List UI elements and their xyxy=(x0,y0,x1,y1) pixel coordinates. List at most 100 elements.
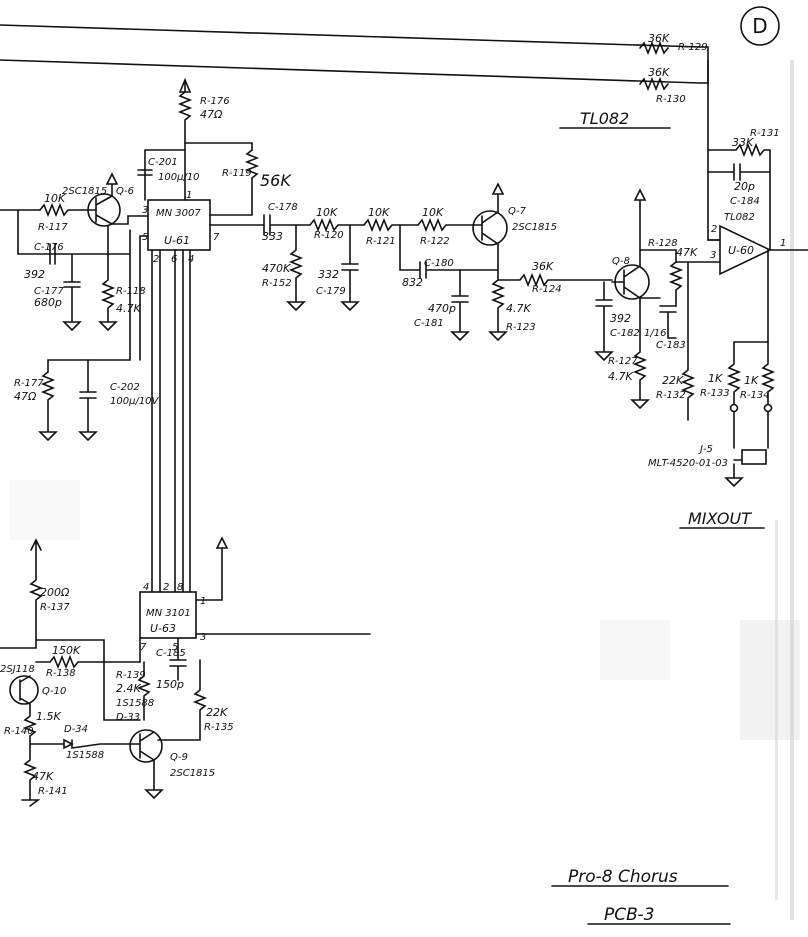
r117-value: 10K xyxy=(44,192,66,205)
q7-part: 2SC1815 xyxy=(512,222,557,233)
q9-stage xyxy=(103,637,208,800)
r138-ref: R-138 xyxy=(46,668,76,679)
r137-value: 200Ω xyxy=(40,586,70,599)
filter-chain xyxy=(209,214,475,312)
top-bus xyxy=(0,24,721,241)
u63-pin-5: 5 xyxy=(172,642,178,653)
u61-part: MN 3007 xyxy=(156,208,201,219)
c182-value: 392 xyxy=(610,312,631,325)
corner-letter: D xyxy=(752,14,767,38)
q7-ref: Q-7 xyxy=(508,206,527,217)
u61-pin-4: 4 xyxy=(188,254,194,265)
d34-ref: D-34 xyxy=(64,724,88,735)
u61-ref: U-61 xyxy=(164,234,190,247)
c201-capacitor xyxy=(137,149,186,201)
u60-pin-1: 1 xyxy=(780,238,786,249)
c180-ref: C-180 xyxy=(424,258,454,269)
r132-value: 22K xyxy=(662,374,684,387)
u63-pin-8: 8 xyxy=(177,582,183,593)
j5-part: MLT-4520-01-03 xyxy=(648,458,728,469)
r139-ref: R-139 xyxy=(116,670,146,681)
r122-ref: R-122 xyxy=(420,236,450,247)
r124-value: 36K xyxy=(532,260,554,273)
r134-value: 1K xyxy=(744,374,759,387)
c183-value: 1/16 xyxy=(644,328,666,339)
r118-resistor xyxy=(98,225,118,332)
r118-value: 4.7K xyxy=(116,302,141,315)
r130-ref: R-130 xyxy=(656,94,686,105)
r152-ref: R-152 xyxy=(262,278,292,289)
r117-ref: R-117 xyxy=(38,222,68,233)
r128-value: 47K xyxy=(676,246,698,259)
c176-value: 392 xyxy=(24,268,45,281)
c179-value: 332 xyxy=(318,268,339,281)
mixout-label: MIXOUT xyxy=(688,509,752,528)
q6-ref: Q-6 xyxy=(116,186,134,197)
r130-value: 36K xyxy=(648,66,670,79)
r123-value: 4.7K xyxy=(506,302,531,315)
r177-ref: R-177 xyxy=(14,378,44,389)
j5-ref: J-5 xyxy=(698,444,713,455)
r118-ref: R-118 xyxy=(116,286,146,297)
chip-u61: MN 3007 U-61 1 3 5 7 2 6 4 xyxy=(142,190,220,265)
u60-part: TL082 xyxy=(724,212,755,223)
u63-pin-3: 3 xyxy=(200,632,206,643)
c184-ref: C-184 xyxy=(730,196,760,207)
u63-pin-4: 4 xyxy=(143,582,149,593)
c201-value: 100μ/10 xyxy=(158,172,200,183)
r120-ref: R-120 xyxy=(314,230,344,241)
c177-capacitor xyxy=(62,253,82,332)
r176-resistor xyxy=(177,77,193,201)
c202-value: 100μ/10V xyxy=(110,396,160,407)
r139-value: 2.4K xyxy=(116,682,141,695)
r152-value: 470K xyxy=(262,262,291,275)
c181-ref: C-181 xyxy=(414,318,444,329)
r176-value: 47Ω xyxy=(200,108,223,121)
c180-c181 xyxy=(399,224,613,342)
c178-ref: C-178 xyxy=(268,202,298,213)
board-label: PCB-3 xyxy=(604,905,654,925)
c201-ref: C-201 xyxy=(148,157,178,168)
q6-part: 2SC1815 xyxy=(62,186,107,197)
r128-c183 xyxy=(639,249,684,339)
u61-pin-6: 6 xyxy=(171,254,177,265)
r122-value: 10K xyxy=(422,206,444,219)
u61-pin-1: 1 xyxy=(186,190,192,201)
r119-ref: R-119 xyxy=(222,168,252,179)
u63-pin-2: 2 xyxy=(163,582,169,593)
r121-ref: R-121 xyxy=(366,236,396,247)
q10-ref: Q-10 xyxy=(42,686,66,697)
q10-part: 2SJ118 xyxy=(0,664,35,675)
r134-ref: R-134 xyxy=(740,390,770,401)
r124-ref: R-124 xyxy=(532,284,562,295)
r131-ref: R-131 xyxy=(750,128,780,139)
q9-ref: Q-9 xyxy=(170,752,188,763)
output-network xyxy=(680,249,776,488)
u60-ref: U-60 xyxy=(728,244,754,257)
r135-ref: R-135 xyxy=(204,722,234,733)
q6-transistor xyxy=(87,172,149,227)
q8-ref: Q-8 xyxy=(612,256,630,267)
r138-value: 150K xyxy=(52,644,81,657)
chip-u63: MN 3101 U-63 4 2 8 1 7 5 3 xyxy=(139,582,206,653)
d33-part: 1S1588 xyxy=(116,698,154,709)
r177-value: 47Ω xyxy=(14,390,37,403)
u61-pin-7: 7 xyxy=(213,232,220,243)
c202-ref: C-202 xyxy=(110,382,140,393)
r127-ref: R-127 xyxy=(608,356,638,367)
q10-stage xyxy=(0,538,141,807)
u61-pin-3: 3 xyxy=(142,205,148,216)
r176-ref: R-176 xyxy=(200,96,230,107)
c184-value: 20p xyxy=(734,180,755,193)
u60-pin-3: 3 xyxy=(710,250,716,261)
opamp-u60 xyxy=(675,142,808,276)
c180-value: 832 xyxy=(402,276,423,289)
c178-value: 333 xyxy=(262,230,283,243)
sheet-title: Pro-8 Chorus xyxy=(568,867,678,887)
r128-ref: R-128 xyxy=(648,238,678,249)
r131-value: 33K xyxy=(732,136,754,149)
r141-ref: R-141 xyxy=(38,786,68,797)
c185-ref: C-185 xyxy=(156,648,186,659)
c179-ref: C-179 xyxy=(316,286,346,297)
